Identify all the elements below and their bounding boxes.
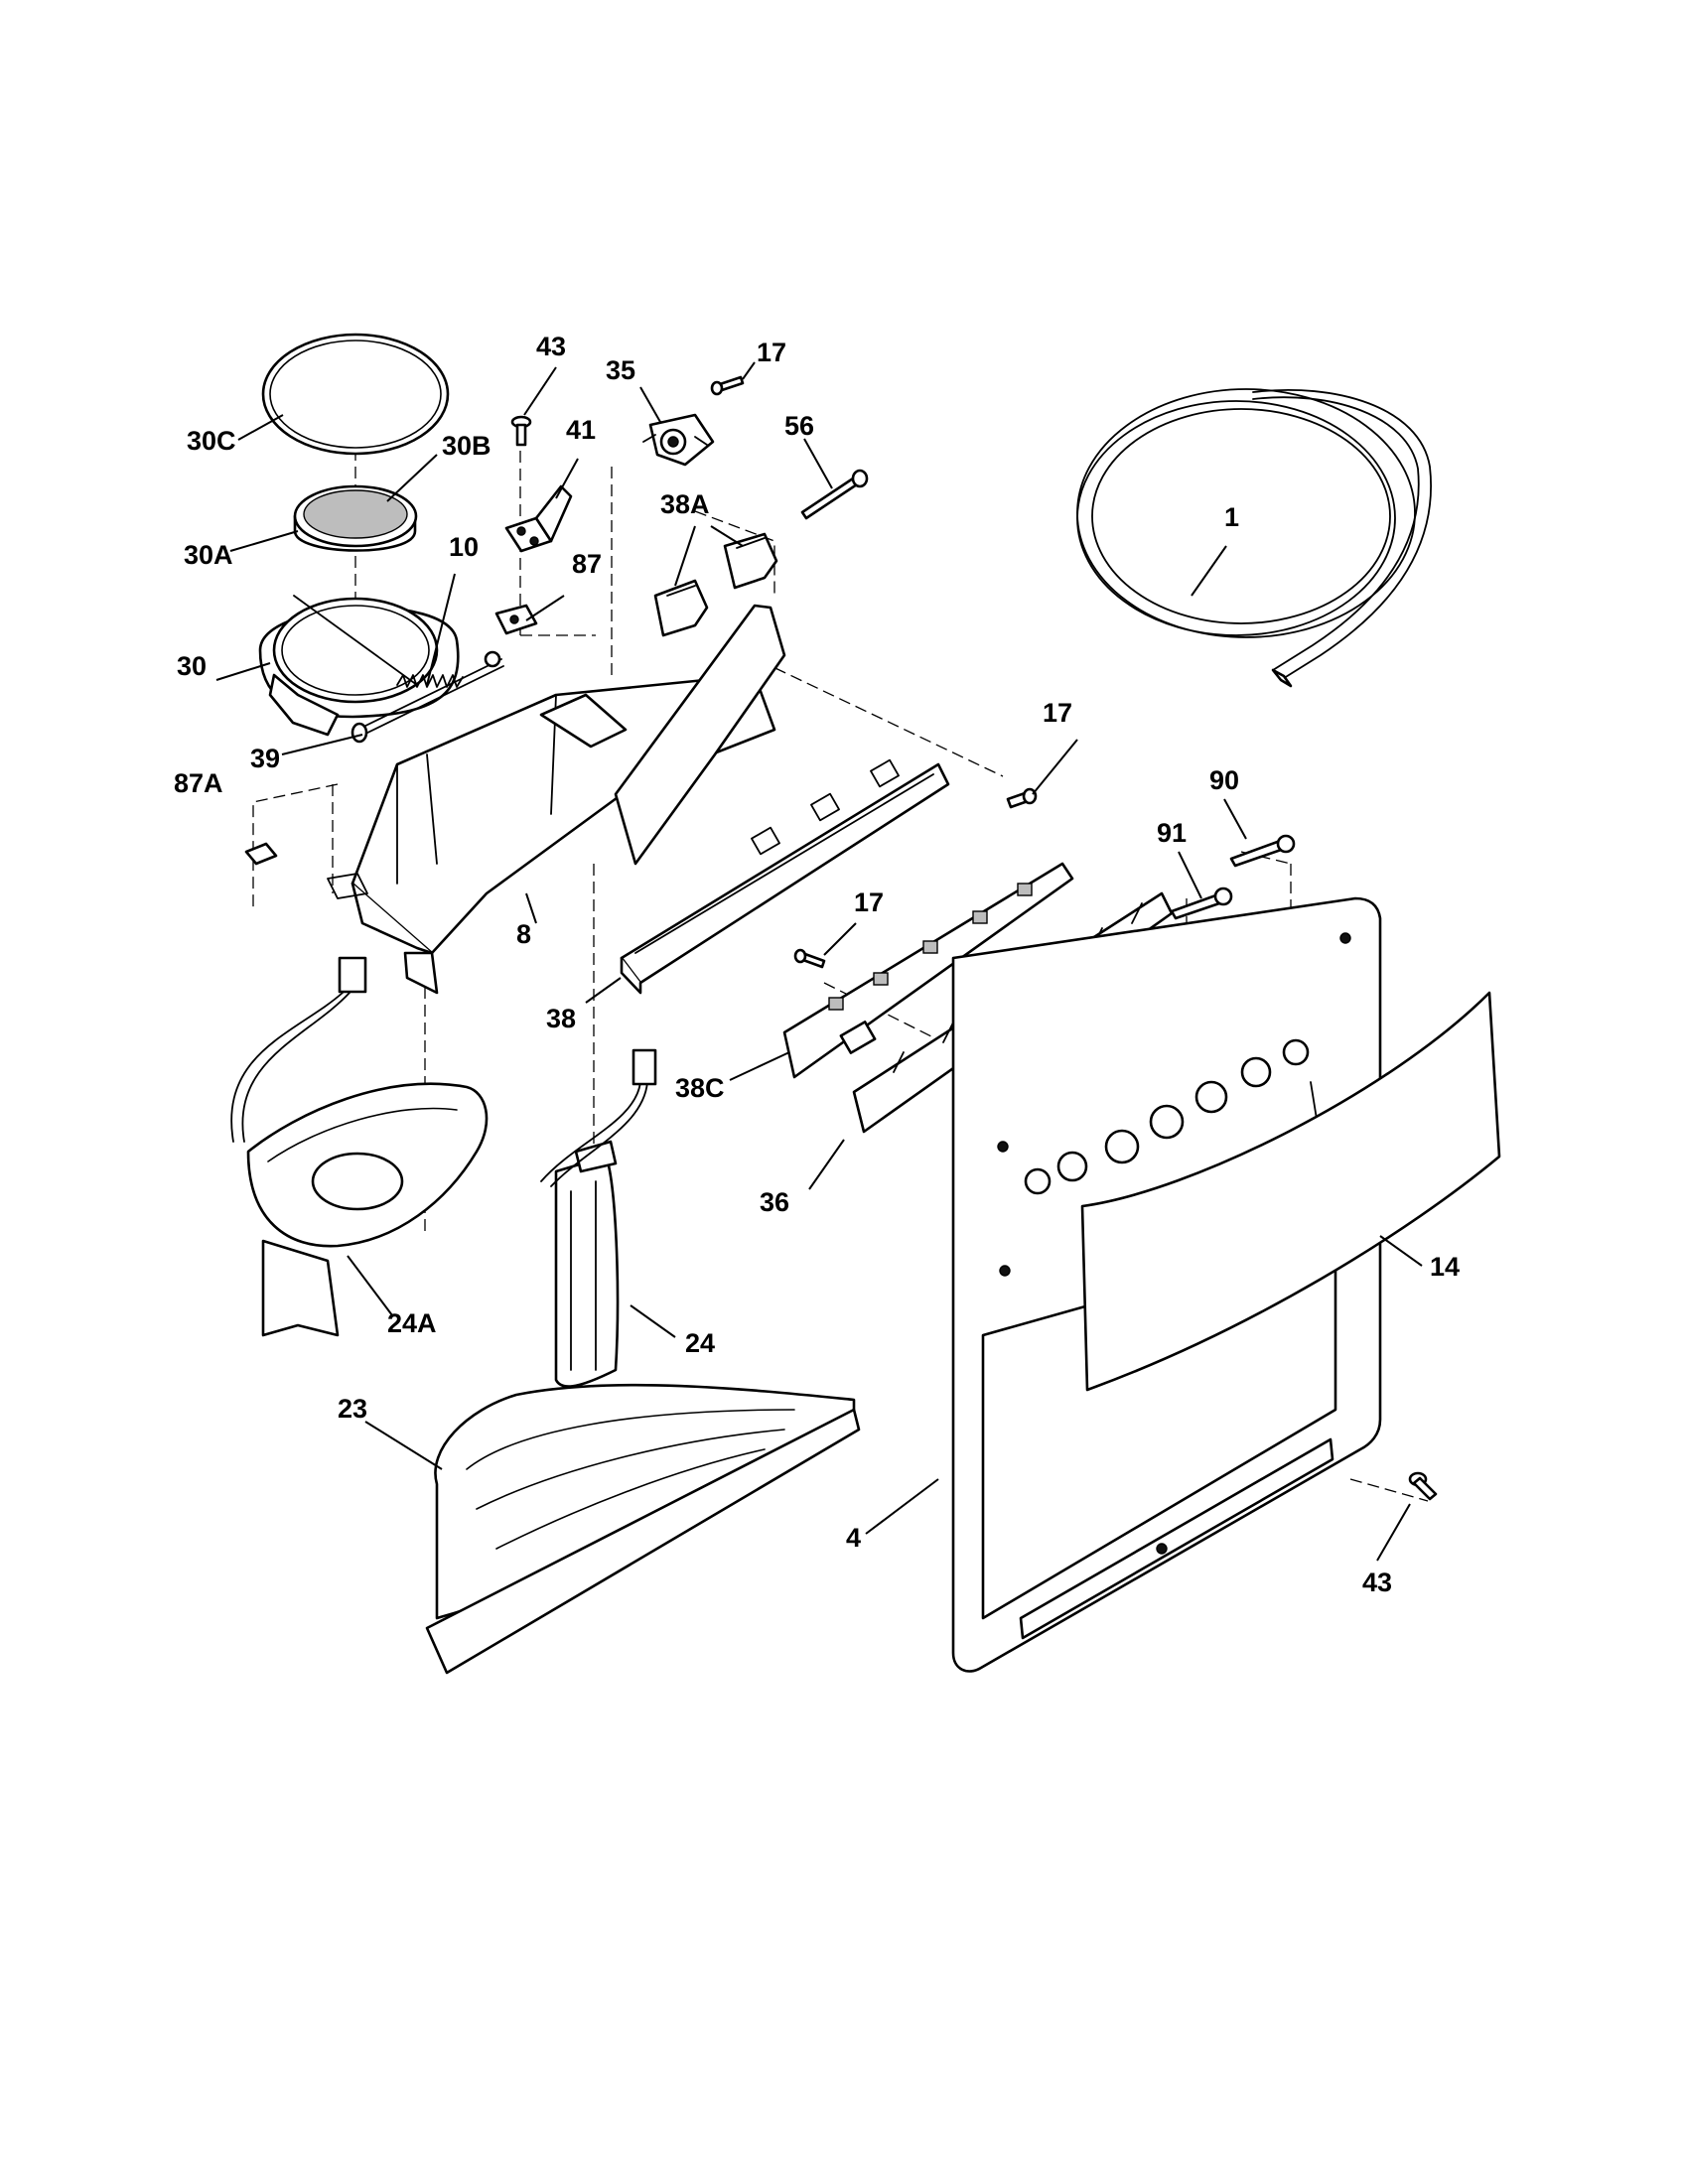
callout-90: 90 (1209, 765, 1239, 795)
part-24a-ice-chute (230, 956, 489, 1337)
callout-30b: 30B (442, 431, 491, 461)
callout-labels: 1 4 8 10 14 17 17 17 23 24 24A 30 30A 30… (174, 332, 1460, 1597)
part-43-screw-top (510, 415, 532, 447)
part-23-drip-tray (425, 1383, 861, 1675)
callout-17-top: 17 (757, 338, 786, 367)
callout-56: 56 (784, 411, 814, 441)
part-87a-clip (244, 842, 278, 866)
callout-4: 4 (846, 1523, 861, 1553)
part-17-screw-right (1006, 787, 1038, 809)
part-17-screw-mid (793, 948, 826, 969)
part-38-control-board (614, 604, 950, 995)
callout-41: 41 (566, 415, 596, 445)
part-30-door-ring (258, 595, 460, 737)
callout-43-bottom: 43 (1362, 1568, 1392, 1597)
part-38a-switches (653, 532, 778, 637)
callout-30: 30 (177, 651, 207, 681)
callout-39: 39 (250, 744, 280, 773)
part-87-clip (494, 604, 538, 635)
callout-8: 8 (516, 919, 531, 949)
callout-87a: 87A (174, 768, 223, 798)
callout-38a: 38A (660, 489, 710, 519)
callout-17-right: 17 (1043, 698, 1072, 728)
callout-38c: 38C (675, 1073, 725, 1103)
leader-lines (215, 361, 1423, 1562)
part-43-screw-bottom (1408, 1471, 1438, 1501)
part-56-long-screw (800, 469, 869, 520)
callout-38: 38 (546, 1004, 576, 1033)
part-24-water-chute (540, 1048, 657, 1388)
callout-10: 10 (449, 532, 479, 562)
part-10-spring (396, 674, 464, 688)
callout-35: 35 (606, 355, 635, 385)
callout-43-top: 43 (536, 332, 566, 361)
part-35-actuator (642, 413, 715, 467)
part-41-bracket (504, 484, 573, 553)
callout-91: 91 (1157, 818, 1187, 848)
part-38c-switch-board (782, 862, 1074, 1079)
part-17-screw-top (710, 375, 745, 396)
part-30c-gasket (261, 333, 450, 456)
callout-30c: 30C (187, 426, 236, 456)
part-14-overlay (1080, 991, 1501, 1392)
callout-14: 14 (1430, 1252, 1460, 1282)
callout-30a: 30A (184, 540, 233, 570)
part-91-pin (1170, 887, 1233, 920)
part-1-water-tube-coil (1076, 388, 1432, 688)
callout-17-mid: 17 (854, 887, 884, 917)
part-90-pin (1229, 834, 1296, 868)
callout-23: 23 (338, 1394, 367, 1424)
part-30a-lens (293, 484, 418, 552)
callout-24: 24 (685, 1328, 715, 1358)
callout-1: 1 (1224, 502, 1239, 532)
callout-36: 36 (760, 1187, 789, 1217)
callout-24a: 24A (387, 1308, 437, 1338)
callout-87: 87 (572, 549, 602, 579)
